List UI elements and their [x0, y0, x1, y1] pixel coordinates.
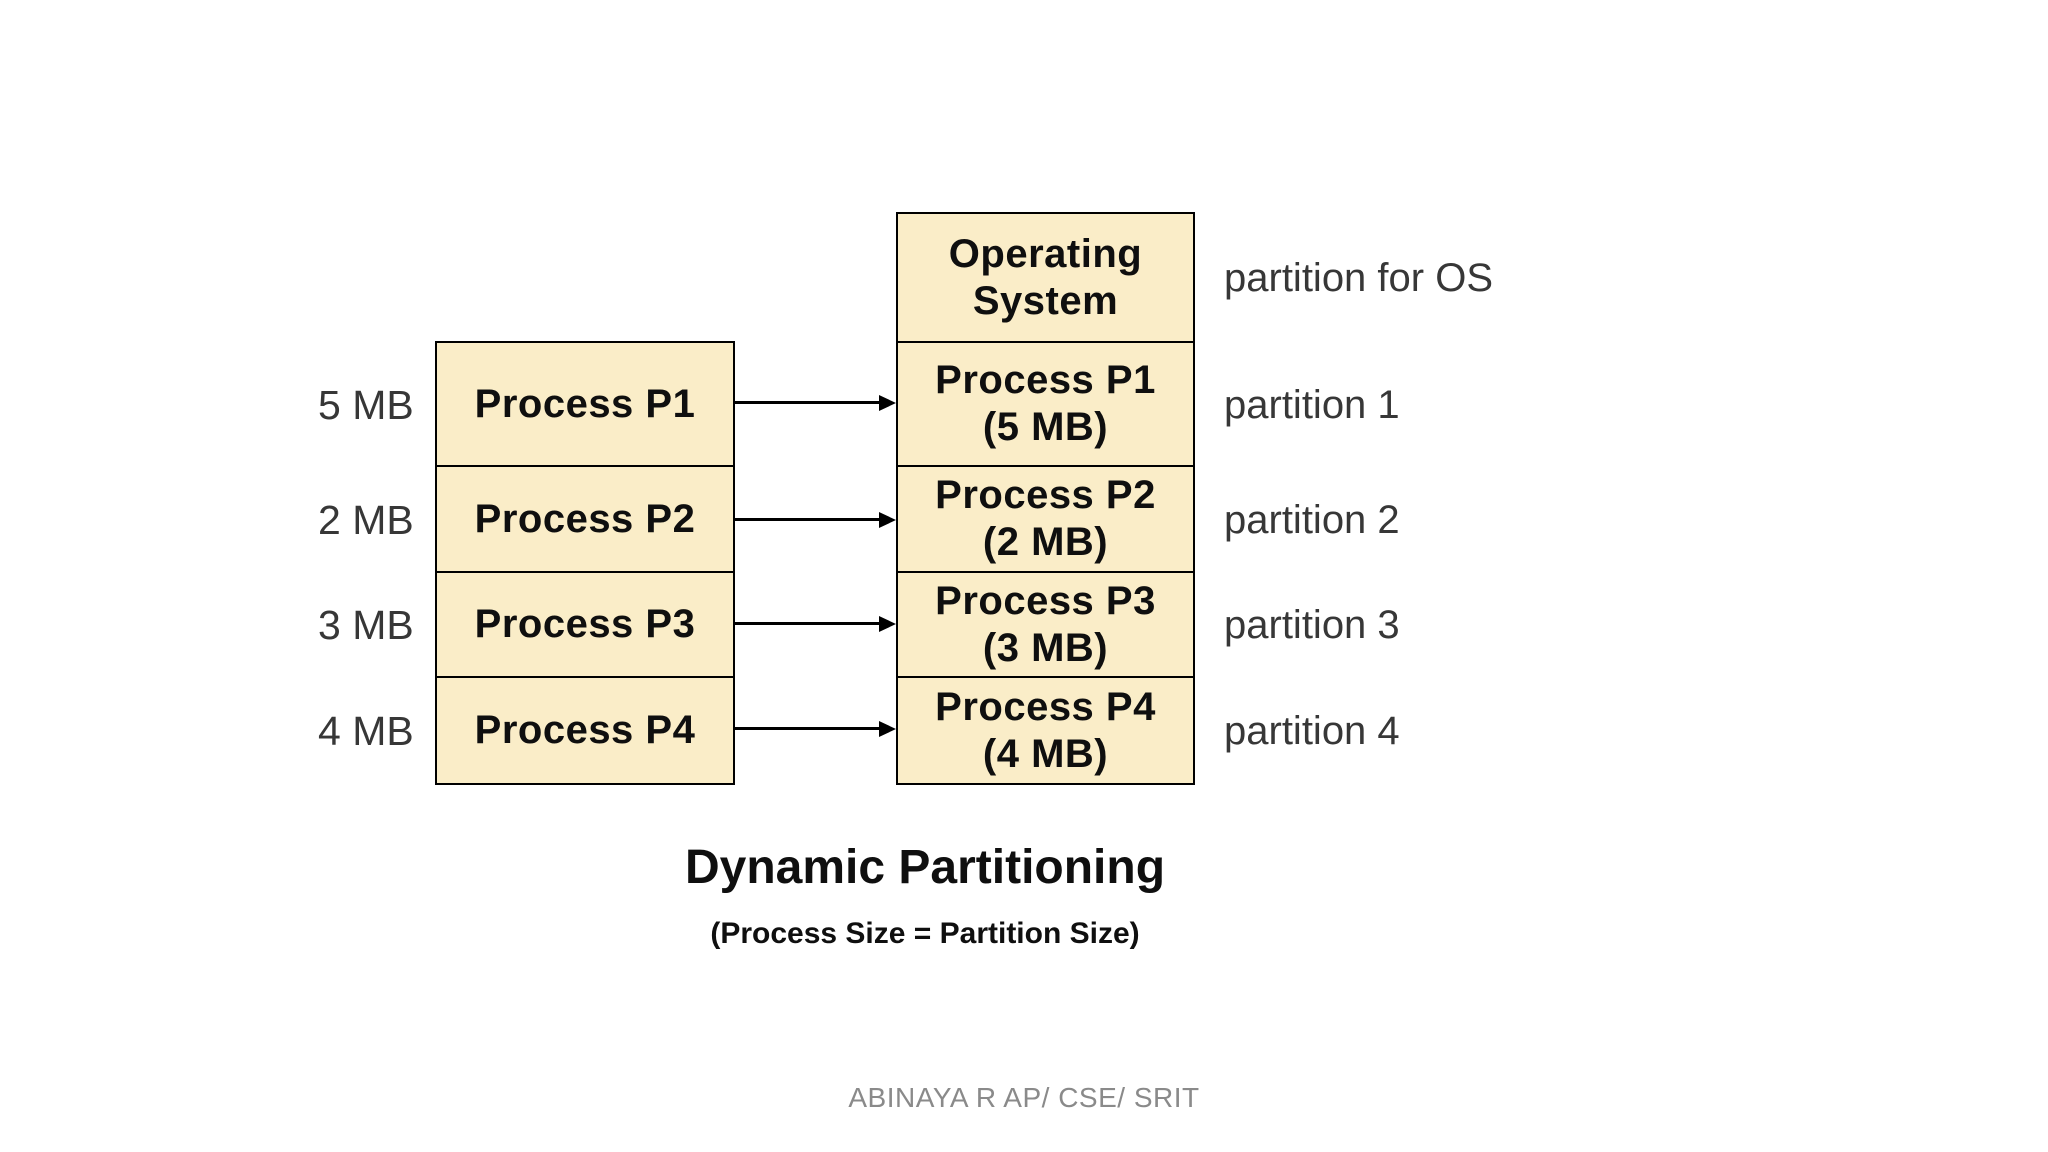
partition-label-3: partition 3	[1224, 603, 1400, 647]
diagram-subtitle: (Process Size = Partition Size)	[710, 916, 1140, 950]
partition-box-4: Process P4 (4 MB)	[898, 678, 1193, 783]
os-partition-box: Operating System	[898, 214, 1193, 343]
os-box-line1: Operating	[948, 231, 1143, 276]
process-box-p4: Process P4	[474, 708, 696, 752]
process-list-column: Process P1 Process P2 Process P3 Process…	[435, 341, 735, 785]
arrow-p4-to-partition4	[733, 720, 896, 737]
arrow-p3-to-partition3	[733, 615, 896, 632]
partition-label-4: partition 4	[1224, 709, 1400, 753]
arrowhead-icon	[879, 394, 896, 411]
partition-label-os: partition for OS	[1224, 256, 1494, 300]
process-box-p3: Process P3	[437, 573, 733, 678]
partition-box-line2: (2 MB)	[982, 520, 1109, 564]
process-box-p2: Process P2	[437, 467, 733, 573]
partition-box-line1: Process P1	[935, 358, 1156, 402]
author-watermark: ABINAYA R AP/ CSE/ SRIT	[848, 1082, 1200, 1113]
process-size-label-p2: 2 MB	[318, 496, 414, 543]
partition-box-line1: Process P3	[935, 578, 1156, 623]
arrow-p1-to-partition1	[733, 394, 896, 411]
partition-box-1: Process P1 (5 MB)	[898, 343, 1193, 467]
partition-box-2: Process P2 (2 MB)	[898, 467, 1193, 573]
arrowhead-icon	[879, 720, 896, 737]
arrowhead-icon	[879, 615, 896, 632]
arrow-shaft	[733, 727, 879, 730]
process-size-label-p4: 4 MB	[318, 708, 414, 754]
partition-label-1: partition 1	[1224, 382, 1400, 427]
os-box-line2: System	[972, 278, 1119, 323]
partition-box-3: Process P3 (3 MB)	[898, 573, 1193, 678]
partition-box-line2: (4 MB)	[982, 731, 1109, 776]
diagram-title: Dynamic Partitioning	[684, 841, 1166, 894]
arrow-shaft	[733, 518, 879, 521]
caption-block: Dynamic Partitioning (Process Size = Par…	[515, 841, 1335, 951]
partition-box-line1: Process P2	[935, 473, 1156, 517]
partition-box-line2: (3 MB)	[982, 625, 1109, 670]
arrowhead-icon	[879, 511, 896, 528]
process-box-p1: Process P1	[437, 343, 733, 467]
partition-box-line2: (5 MB)	[982, 405, 1109, 449]
arrow-shaft	[733, 622, 879, 625]
partition-label-2: partition 2	[1224, 497, 1400, 542]
process-size-label-p3: 3 MB	[318, 602, 414, 648]
process-size-label-p1: 5 MB	[318, 381, 414, 428]
arrow-p2-to-partition2	[733, 511, 896, 528]
arrow-shaft	[733, 401, 879, 404]
memory-partition-column: Operating System Process P1 (5 MB) Proce…	[896, 212, 1195, 785]
partition-box-line1: Process P4	[935, 684, 1156, 729]
